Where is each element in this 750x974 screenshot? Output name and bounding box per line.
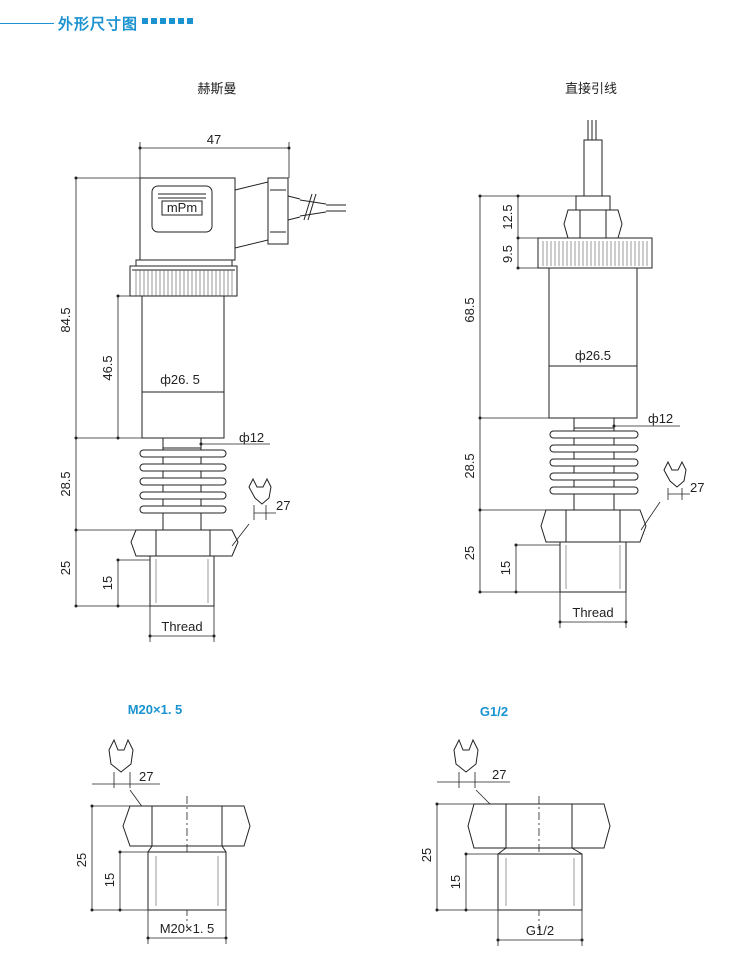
dim-wrench-2: 27 [690,480,704,495]
view-g12: G1/2 27 G1/2 25 15 [419,704,611,946]
dim-neck-dia-2: ф12 [648,411,673,426]
dim-total-height-2: 68.5 [462,297,477,322]
thread-label: Thread [161,619,202,634]
dim-body-dia-2: ф26.5 [575,348,611,363]
dim-thread-height-4: 15 [448,875,463,889]
view-title-m20: M20×1. 5 [128,702,183,717]
header-title: 外形尺寸图 [58,15,139,33]
dim-fin-height-2: 28.5 [462,453,477,478]
dim-body-height: 46.5 [100,355,115,380]
view-title-direct-lead: 直接引线 [565,81,617,97]
brand-logo: mPm [167,200,197,215]
view-m20: M20×1. 5 27 M20×1. 5 25 15 [74,702,251,944]
dim-total-height: 84.5 [58,307,73,332]
dim-thread-height-3: 15 [102,873,117,887]
section-header: 外形尺寸图 [0,0,750,40]
dim-width: 47 [207,132,221,147]
dim-body-dia: ф26. 5 [160,372,200,387]
dim-hex-height-3: 25 [74,853,89,867]
dim-fin-height: 28.5 [58,471,73,496]
view-title-hirschmann: 赫斯曼 [197,82,236,97]
dim-wrench-4: 27 [492,767,506,782]
thread-label-m20: M20×1. 5 [160,921,215,936]
header-decoration [142,18,193,26]
thread-label-2: Thread [572,605,613,620]
view-hirschmann: 赫斯曼 47 mPm [58,82,346,642]
dim-hex-height-4: 25 [419,848,434,862]
view-direct-lead: 直接引线 ф26.5 [462,81,704,628]
dim-wrench: 27 [276,498,290,513]
dim-hex-height-2: 25 [462,546,477,560]
thread-label-g12: G1/2 [526,923,554,938]
dim-nut-height: 12.5 [500,204,515,229]
dim-hex-height: 25 [58,561,73,575]
dim-wrench-3: 27 [139,769,153,784]
header-rule [0,23,54,24]
view-title-g12: G1/2 [480,704,508,719]
dim-thread-height: 15 [100,576,115,590]
dim-cap-height: 9.5 [500,245,515,263]
dim-neck-dia: ф12 [239,430,264,445]
dim-thread-height-2: 15 [498,561,513,575]
